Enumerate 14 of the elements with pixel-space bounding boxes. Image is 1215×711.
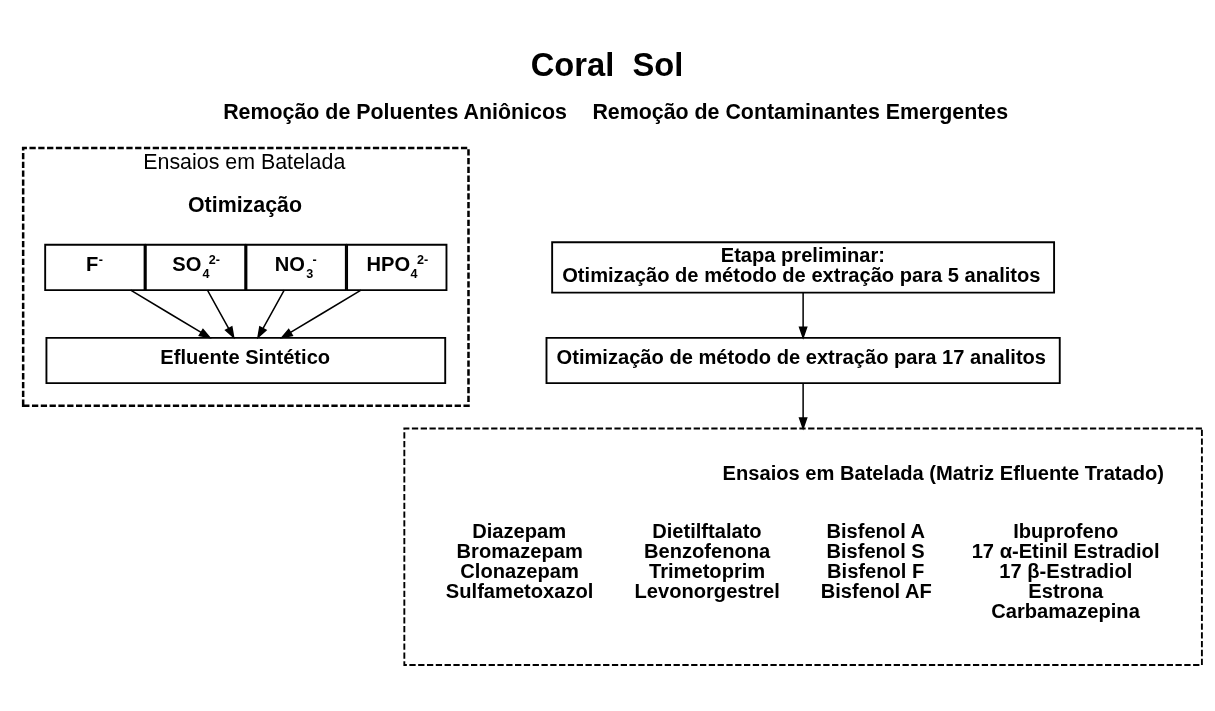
- arrow: [206, 289, 235, 340]
- node-box: F$^{-}$: [44, 243, 146, 292]
- arrow: [256, 289, 285, 340]
- node-box: Efluente Sintético: [45, 336, 447, 385]
- node-box: Ensaios em Batelada (Matriz Efluente Tratado) Diazepam Bromazepam Clonazepam Sulfametoxazol Dietilftalato Benzofenona Trimetoprim Levonorgestrel Bisfenol A Bisfenol S Bisfenol F Bisfenol AF Ibuprofeno 17 α-Etinil Estradiol 17 β-Estradiol Estrona Carbamazepina: [403, 427, 1203, 666]
- diagram-title: Coral Sol: [530, 45, 684, 83]
- label: Remoção de Poluentes Aniônicos: [223, 100, 567, 125]
- arrow: [798, 382, 808, 431]
- label: Remoção de Contaminantes Emergentes: [592, 100, 1009, 125]
- node-box: Otimização de método de extração para 17 analitos: [545, 336, 1061, 385]
- arrow: [279, 289, 362, 339]
- node-box: Etapa preliminar: Otimização de método de extração para 5 analitos: [551, 241, 1056, 294]
- arrow: [798, 292, 808, 340]
- arrow: [129, 289, 212, 339]
